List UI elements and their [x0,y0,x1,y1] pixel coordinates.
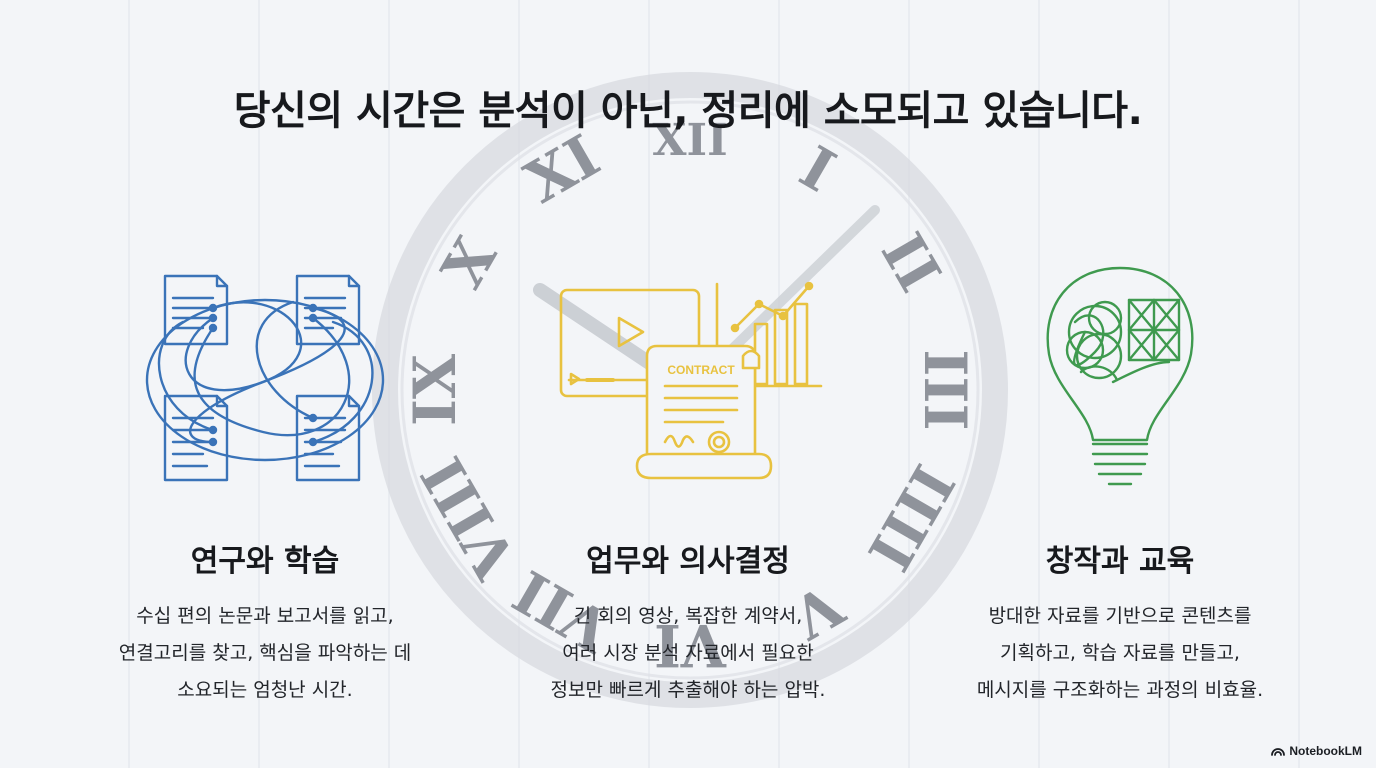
clock-numeral: III [911,349,979,430]
column-description: 긴 회의 영상, 복잡한 계약서, 여러 시장 분석 자료에서 필요한 정보만 … [498,598,878,709]
description-line: 메시지를 구조화하는 과정의 비효율. [976,679,1264,701]
column-description: 방대한 자료를 기반으로 콘텐츠를 기획하고, 학습 자료를 만들고, 메시지를… [930,598,1310,709]
description-line: 기획하고, 학습 자료를 만들고, [1000,642,1240,664]
column-description: 수십 편의 논문과 보고서를 읽고, 연결고리를 찾고, 핵심을 파악하는 데 … [75,598,455,709]
description-line: 수십 편의 논문과 보고서를 읽고, [136,605,394,627]
description-line: 긴 회의 영상, 복잡한 계약서, [573,605,803,627]
column-title: 업무와 의사결정 [586,544,790,579]
description-line: 연결고리를 찾고, 핵심을 파악하는 데 [118,642,412,664]
contract-label: CONTRACT [667,363,735,377]
brand-label: NotebookLM [1289,744,1362,758]
description-line: 여러 시장 분석 자료에서 필요한 [562,642,814,664]
column-title: 창작과 교육 [1045,544,1195,579]
clock-numeral: XII [652,115,727,166]
column-business: CONTRACT 업무와 의사결정 긴 회의 영상, 복잡한 계약서, 여러 시… [498,0,878,768]
tangled-lightbulb-icon [1035,262,1205,502]
notebooklm-logo-icon [1271,748,1286,756]
brand-watermark: NotebookLM [1271,744,1362,758]
description-line: 소요되는 엄청난 시간. [177,679,353,701]
page-title: 당신의 시간은 분석이 아닌, 정리에 소모되고 있습니다. [233,88,1143,134]
tangled-documents-icon [143,262,387,494]
column-research: 연구와 학습 수십 편의 논문과 보고서를 읽고, 연결고리를 찾고, 핵심을 … [75,0,455,768]
column-title: 연구와 학습 [190,544,340,579]
contract-video-chart-icon: CONTRACT [553,276,823,496]
description-line: 정보만 빠르게 추출해야 하는 압박. [550,679,826,701]
clock-numeral: IX [401,354,469,426]
column-creative: 창작과 교육 방대한 자료를 기반으로 콘텐츠를 기획하고, 학습 자료를 만들… [930,0,1310,768]
description-line: 방대한 자료를 기반으로 콘텐츠를 [988,605,1252,627]
clock-numeral: VI [654,611,727,679]
